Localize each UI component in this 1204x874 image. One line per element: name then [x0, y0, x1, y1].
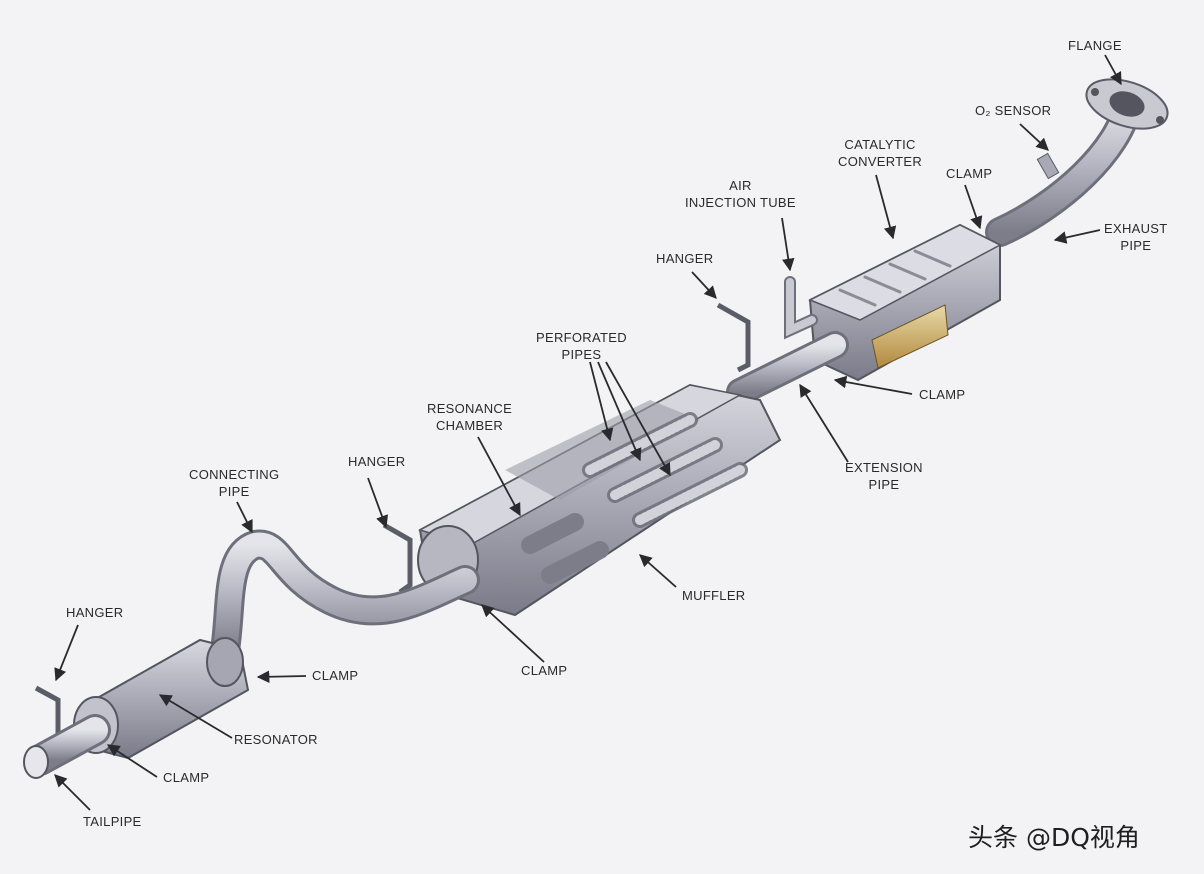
label-clamp-tail: CLAMP — [163, 770, 210, 785]
catalytic-converter-shape — [808, 223, 1002, 382]
label-resonator: RESONATOR — [234, 732, 318, 747]
label-flange: FLANGE — [1068, 38, 1122, 53]
muffler-shape — [417, 383, 782, 617]
label-hanger-top: HANGER — [656, 251, 714, 266]
label-clamp-muffler: CLAMP — [521, 663, 568, 678]
label-clamp-catalytic: CLAMP — [946, 166, 993, 181]
label-hanger-left: HANGER — [66, 605, 124, 620]
o2-sensor-shape — [1036, 152, 1060, 180]
leader-arrows — [54, 54, 1122, 811]
label-clamp-connecting: CLAMP — [312, 668, 359, 683]
label-o2-sensor: O₂ SENSOR — [975, 103, 1052, 118]
watermark-text: 头条 @DQ视角 — [968, 823, 1140, 852]
label-muffler: MUFFLER — [682, 588, 746, 603]
label-clamp-extension: CLAMP — [919, 387, 966, 402]
label-hanger-mid: HANGER — [348, 454, 406, 469]
label-tailpipe: TAILPIPE — [83, 814, 142, 829]
